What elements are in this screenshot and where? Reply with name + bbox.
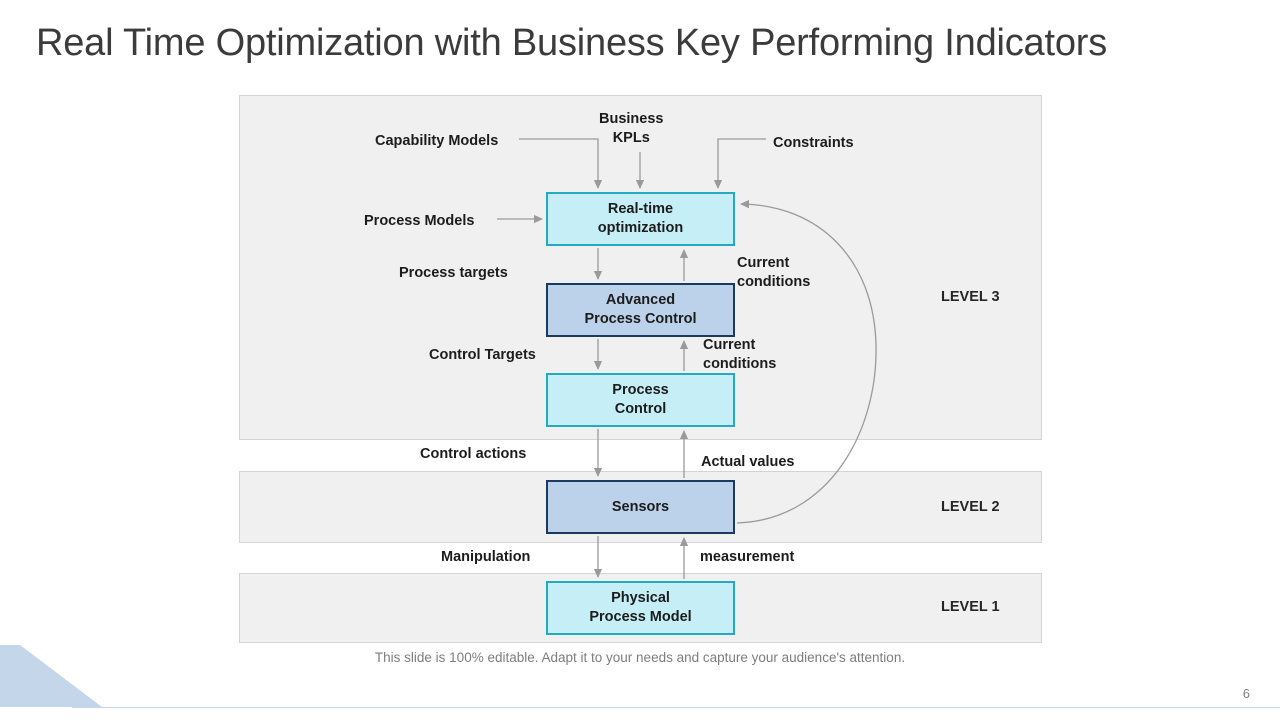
bottom-divider [72,707,1280,708]
corner-decoration-icon [0,645,102,707]
label-constraints: Constraints [773,135,854,151]
level-label-level3: LEVEL 3 [941,289,1000,305]
page-title: Real Time Optimization with Business Key… [36,22,1108,64]
editable-note: This slide is 100% editable. Adapt it to… [374,650,906,665]
label-measurement: measurement [700,549,795,565]
node-real-time-optimization[interactable]: Real-time optimization [546,192,735,246]
node-physical-process-model[interactable]: Physical Process Model [546,581,735,635]
node-sensors[interactable]: Sensors [546,480,735,534]
label-capability-models: Capability Models [375,133,499,149]
label-actual-values: Actual values [701,454,795,470]
label-control-actions: Control actions [420,446,527,462]
level-label-level2: LEVEL 2 [941,499,1000,515]
label-current-conditions-upper: Current conditions [737,255,811,290]
label-process-models: Process Models [364,213,475,229]
node-process-control[interactable]: Process Control [546,373,735,427]
label-manipulation: Manipulation [441,549,531,565]
label-business-kpls: Business KPLs [599,111,664,146]
node-advanced-process-control[interactable]: Advanced Process Control [546,283,735,337]
label-process-targets: Process targets [399,265,508,281]
label-current-conditions-lower: Current conditions [703,337,777,372]
page-number: 6 [1242,686,1250,701]
label-control-targets: Control Targets [429,347,536,363]
level-label-level1: LEVEL 1 [941,599,1000,615]
